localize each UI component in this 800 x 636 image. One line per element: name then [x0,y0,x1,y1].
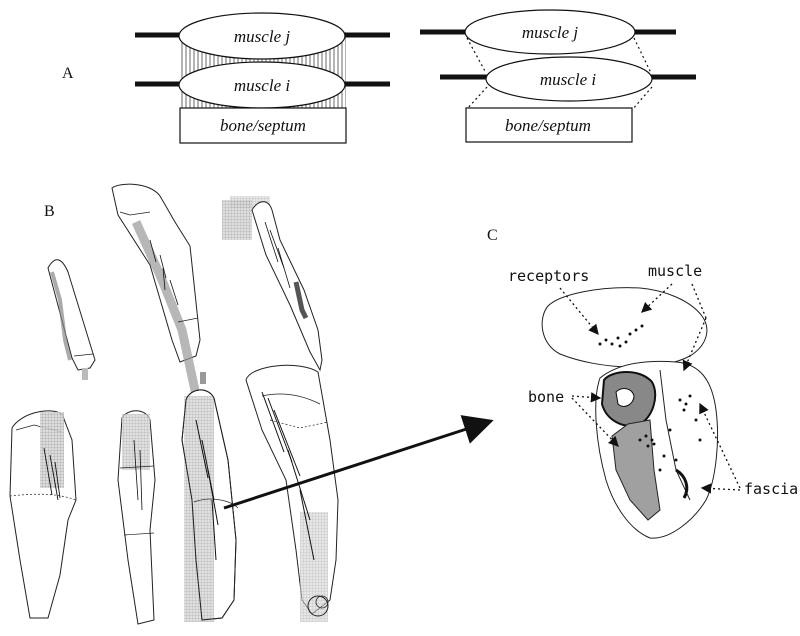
muscle-i-ellipse [485,56,653,102]
fascia-label: fascia [744,480,798,498]
muscle-j-label: muscle j [234,27,290,46]
panel-a-disconnected-diagram: muscle j muscle i bone/septum [420,9,696,143]
upper-muscle-section [541,287,708,368]
magnification-arrow [223,415,494,510]
bone-septum-box [465,107,633,143]
receptor-dots [598,324,702,472]
bone-label: bone [528,388,564,406]
fascia-line [659,369,691,501]
label-leaders [559,283,741,494]
muscle-j-label: muscle j [522,23,578,42]
panel-a-letter: A [62,65,74,82]
limb-segment-7 [245,364,339,622]
bone-marrow [615,388,635,407]
panel-c-letter: C [487,227,498,244]
bone-septum-box [179,107,347,144]
dotted-connections [465,37,653,111]
muscle-i-label: muscle i [234,76,290,95]
panel-a-connected-diagram: muscle j muscle i bone/septum [135,12,390,144]
muscle-j-ellipse [178,12,346,60]
limb-segment-3 [222,196,323,372]
panel-b-letter: B [44,203,55,220]
panel-b: B [9,183,494,625]
fascia-thick [675,468,689,499]
bone-septum-label: bone/septum [505,116,591,135]
receptors-label: receptors [508,267,589,285]
limb-segment-2 [111,183,206,396]
limb-segment-1 [47,259,96,380]
limb-segment-6 [181,389,239,622]
bone-septum-label: bone/septum [220,116,306,135]
limb-segment-5 [117,410,156,625]
limb-segment-4 [9,410,77,619]
panel-a: A muscle j muscle i bone/septum [62,9,696,144]
muscle-i-label: muscle i [540,70,596,89]
panel-c: C receptors muscle bone fascia [487,227,798,539]
muscle-j-ellipse [464,9,636,55]
muscle-label: muscle [648,262,702,280]
